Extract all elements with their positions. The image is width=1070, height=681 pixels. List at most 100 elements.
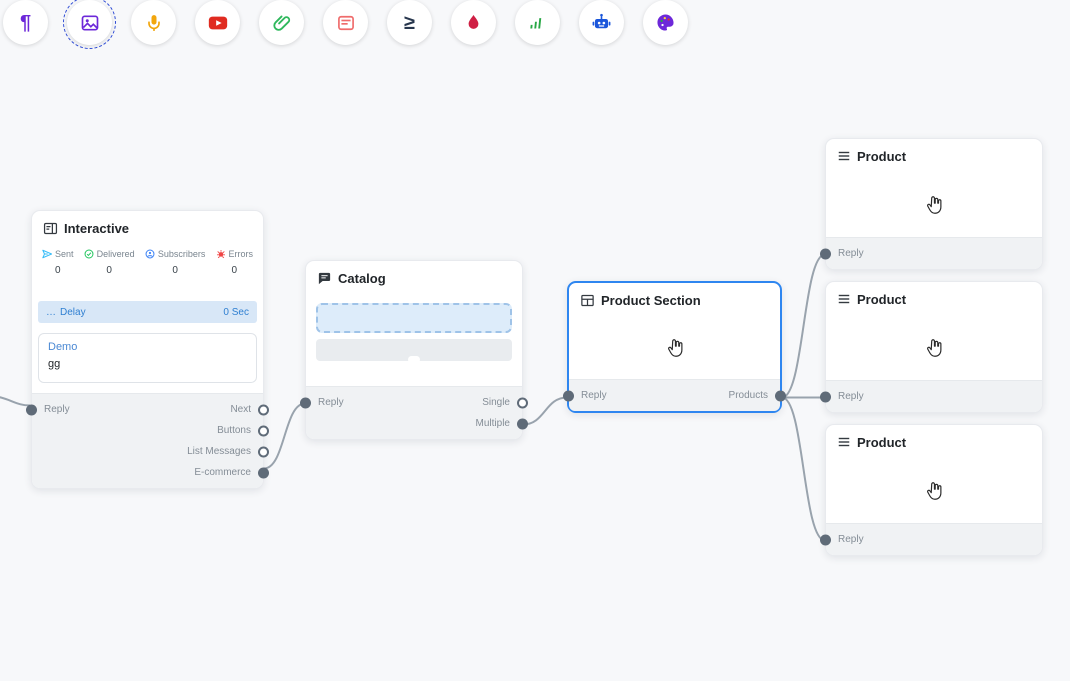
signal-tool-button[interactable] [515,0,560,45]
node-title: Product [857,434,907,450]
stat-errors: Errors 0 [216,249,254,299]
output-handle-buttons[interactable] [258,425,269,436]
greater-equal-tool-button[interactable]: ≥ [387,0,432,45]
output-handle-ecommerce[interactable] [258,467,269,478]
edge-ecommerce-to-catalog [263,402,306,470]
catalog-icon [318,272,331,284]
reply-label: Reply [838,391,864,402]
message-title: Demo [48,341,78,353]
output-handle-products[interactable] [775,390,786,401]
input-handle-reply[interactable] [820,534,831,545]
node-product-2[interactable]: Product Reply [820,281,1043,413]
node-body [569,317,780,379]
palette-tool-button[interactable] [643,0,688,45]
media-card-icon [337,15,354,30]
droplet-icon [468,14,479,29]
image-placeholder[interactable] [316,303,512,333]
handle-row: Reply [820,243,1042,264]
stat-value: 0 [172,265,178,276]
node-product-section[interactable]: Product Section Reply Products [563,281,786,413]
output-label-single: Single [482,397,510,408]
node-footer: Reply [820,380,1042,412]
signal-icon [530,18,542,29]
node-title: Interactive [64,220,130,236]
input-handle-reply[interactable] [820,391,831,402]
edge-products-to-product-1 [781,253,826,399]
paperclip-icon [272,15,290,31]
output-handle-single[interactable] [517,397,528,408]
input-handle-reply[interactable] [563,390,574,401]
node-header: Product [826,139,1042,173]
delay-label: Delay [60,306,86,318]
product-section-icon [581,294,594,306]
image-tool-button[interactable] [63,0,116,49]
stat-sent: Sent 0 [42,249,74,299]
delay-row[interactable]: … Delay 0 Sec [38,301,257,323]
input-handle-reply[interactable] [300,397,311,408]
node-header: Product [826,282,1042,316]
video-tool-button[interactable] [195,0,240,45]
node-interactive[interactable]: Interactive Sent 0 Delivered [26,210,269,489]
input-handle-reply[interactable] [26,404,37,415]
node-catalog[interactable]: Catalog Reply Single Multiple [300,260,528,440]
product-icon [838,437,850,447]
node-header: Product Section [569,283,780,317]
droplet-tool-button[interactable] [451,0,496,45]
caption-knob [408,356,420,363]
image-icon [81,15,98,30]
message-body: gg [48,358,61,370]
attachment-tool-button[interactable] [259,0,304,45]
ellipsis-icon: … [46,306,56,318]
node-header: Product [826,425,1042,459]
node-footer: Reply [820,523,1042,555]
stat-subscribers: Subscribers 0 [145,249,205,299]
handle-row: Reply [820,529,1042,550]
handle-row: Reply Single [300,392,528,413]
paragraph-icon: ¶ [19,11,32,34]
stat-label: Errors [228,249,254,259]
palette-icon [657,14,674,31]
reply-label: Reply [838,534,864,545]
node-footer: Reply Next Buttons List Messages E-comme… [26,393,269,488]
handle-row: Reply [820,386,1042,407]
reply-label: Reply [581,390,607,401]
youtube-icon [208,16,227,29]
output-handle-next[interactable] [258,404,269,415]
output-handle-multiple[interactable] [517,418,528,429]
reply-label: Reply [318,397,344,408]
input-handle-reply[interactable] [820,248,831,259]
product-icon [838,151,850,161]
hand-pointer-icon [927,339,942,357]
subscribers-icon [145,249,155,259]
reply-label: Reply [44,404,70,415]
audio-tool-button[interactable] [131,0,176,45]
product-icon [838,294,850,304]
stat-label: Delivered [96,249,135,259]
node-product-1[interactable]: Product Reply [820,138,1043,270]
node-title: Product [857,148,907,164]
node-footer: Reply Single Multiple [300,386,528,439]
output-handle-list-messages[interactable] [258,446,269,457]
hand-pointer-icon [667,339,682,357]
node-body [826,173,1042,237]
output-label-ecommerce: E-commerce [194,467,251,478]
edge-multiple-to-product-section [522,396,568,426]
node-header: Catalog [306,261,522,295]
stats-row: Sent 0 Delivered 0 [32,245,263,299]
bot-tool-button[interactable] [579,0,624,45]
node-product-3[interactable]: Product Reply [820,424,1043,556]
node-footer: Reply Products [563,379,786,411]
hand-pointer-icon [927,196,942,214]
media-card-tool-button[interactable] [323,0,368,45]
output-label-buttons: Buttons [217,425,251,436]
stat-value: 0 [231,265,238,276]
sent-icon [42,249,52,259]
message-preview[interactable]: Demo gg [38,333,257,383]
paragraph-tool-button[interactable]: ¶ [3,0,48,45]
handle-row: Multiple [306,413,528,434]
hand-pointer-icon [927,482,942,500]
node-title: Catalog [338,270,386,286]
stat-delivered: Delivered 0 [84,249,135,299]
reply-label: Reply [838,248,864,259]
